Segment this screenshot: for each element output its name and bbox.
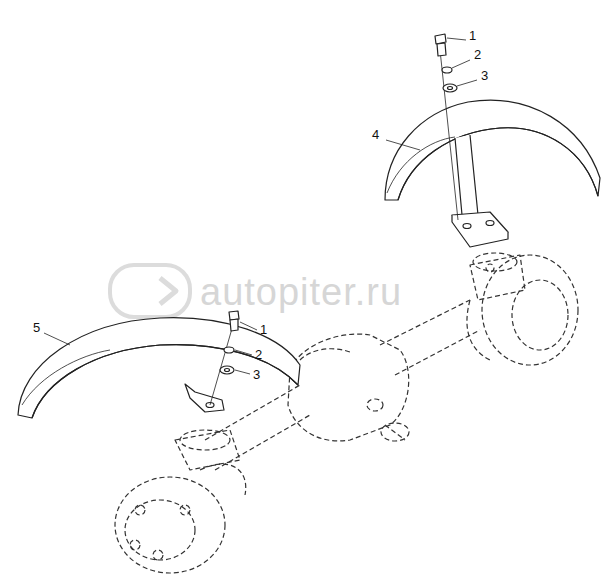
front-axle — [115, 253, 578, 573]
bolt-set-bottom — [44, 311, 257, 405]
callout-number: 4 — [372, 128, 379, 141]
callout-number: 2 — [255, 348, 262, 361]
callout-number: 3 — [253, 368, 260, 381]
fender-right — [385, 100, 600, 247]
callout-number: 2 — [474, 48, 481, 61]
watermark-logo — [110, 265, 190, 317]
watermark-chevron — [160, 278, 176, 304]
callout-number: 5 — [33, 321, 40, 334]
callout-number: 1 — [260, 323, 267, 336]
bolt-set-top — [386, 34, 477, 220]
fender-left — [18, 318, 300, 418]
callout-number: 3 — [481, 69, 488, 82]
callout-number: 1 — [469, 29, 476, 42]
watermark: autopiter.ru — [200, 273, 402, 311]
